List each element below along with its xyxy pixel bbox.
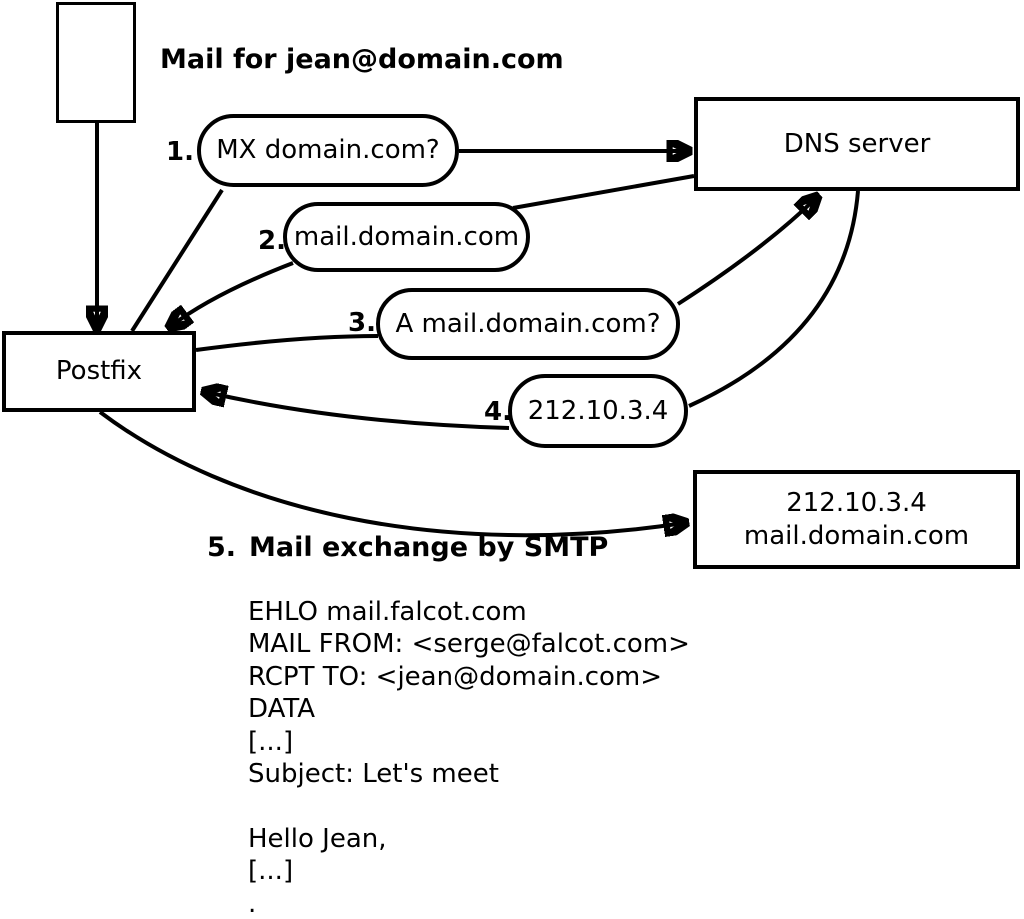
node-postfix: Postfix: [2, 331, 196, 412]
line-postfix-to-query1: [130, 188, 224, 333]
response-pill-ip: 212.10.3.4: [508, 374, 688, 448]
arrow-query3-to-dns: [676, 198, 816, 306]
query-pill-mx: MX domain.com?: [197, 114, 459, 187]
arrow-postfix-to-mailserver: [98, 410, 684, 538]
step-number-2: 2.: [258, 226, 286, 256]
line-dns-to-response4: [688, 190, 860, 408]
step-number-1: 1.: [166, 137, 194, 167]
response-pill-ip-label: 212.10.3.4: [527, 395, 669, 426]
step5-label: Mail exchange by SMTP: [249, 532, 609, 563]
mail-server-host-label: mail.domain.com: [743, 520, 970, 551]
step-number-3: 3.: [348, 308, 376, 338]
query-pill-a-record-label: A mail.domain.com?: [395, 308, 661, 339]
mail-for-label: Mail for jean@domain.com: [160, 44, 564, 75]
line-dns-to-response2: [512, 174, 695, 210]
postfix-label: Postfix: [55, 356, 143, 387]
response-pill-mx: mail.domain.com: [283, 202, 530, 272]
node-mail-server: 212.10.3.4 mail.domain.com: [693, 470, 1020, 569]
dns-server-label: DNS server: [783, 128, 931, 159]
query-pill-mx-label: MX domain.com?: [216, 135, 440, 166]
node-dns-server: DNS server: [694, 97, 1020, 191]
smtp-transcript: EHLO mail.falcot.com MAIL FROM: <serge@f…: [248, 597, 690, 919]
line-postfix-to-query3: [195, 334, 379, 352]
mail-server-ip-label: 212.10.3.4: [786, 487, 927, 518]
query-pill-a-record: A mail.domain.com?: [376, 288, 680, 360]
mail-message-shape: [56, 2, 136, 123]
step-number-4: 4.: [484, 397, 512, 427]
arrow-response4-to-postfix: [206, 392, 510, 430]
arrow-response2-to-postfix: [171, 261, 294, 326]
step-number-5: 5.: [207, 532, 237, 563]
response-pill-mx-label: mail.domain.com: [293, 221, 520, 252]
